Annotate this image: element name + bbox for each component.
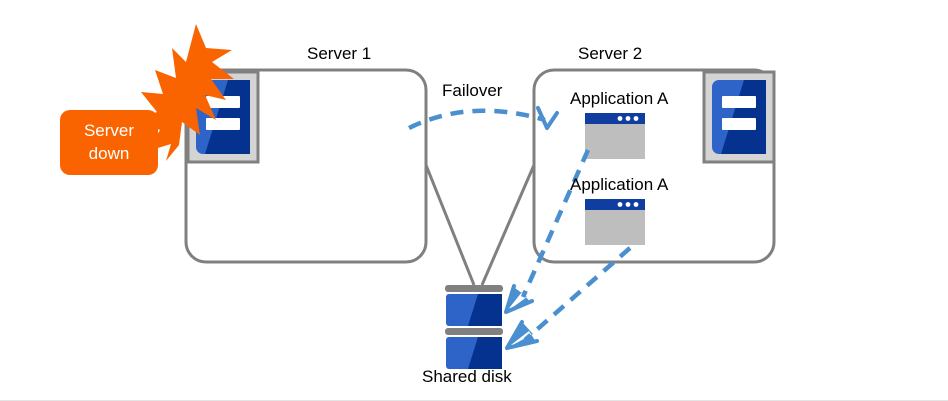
app1-to-disk-arrow bbox=[520, 149, 591, 298]
server-down-line-2: down bbox=[88, 143, 130, 163]
server2-title: Server 2 bbox=[578, 44, 643, 63]
server1-title: Server 1 bbox=[307, 44, 372, 63]
failover-label: Failover bbox=[442, 81, 503, 100]
app2-to-disk-arrow bbox=[523, 246, 632, 342]
application-label-2: Application A bbox=[570, 175, 669, 194]
shared-disk-label: Shared disk bbox=[422, 367, 512, 386]
failover-arrow-head bbox=[536, 106, 559, 130]
application-label-1: Application A bbox=[570, 89, 669, 108]
shared-disk-icon bbox=[445, 285, 503, 369]
server2-disk-link bbox=[480, 164, 536, 286]
lightning-burst-icon bbox=[137, 24, 234, 161]
server-down-badge: Server down bbox=[60, 110, 158, 175]
server1-disk-link bbox=[424, 164, 476, 286]
application-window-icon-1 bbox=[585, 113, 645, 159]
application-window-icon-2 bbox=[585, 199, 645, 245]
app2-to-disk-arrow-head-stroke bbox=[505, 320, 539, 350]
app1-to-disk-arrow-head-stroke bbox=[504, 284, 534, 314]
failover-arrow bbox=[408, 108, 546, 131]
server2-machine-icon bbox=[702, 70, 776, 164]
server-down-line-1: Server bbox=[83, 121, 135, 141]
